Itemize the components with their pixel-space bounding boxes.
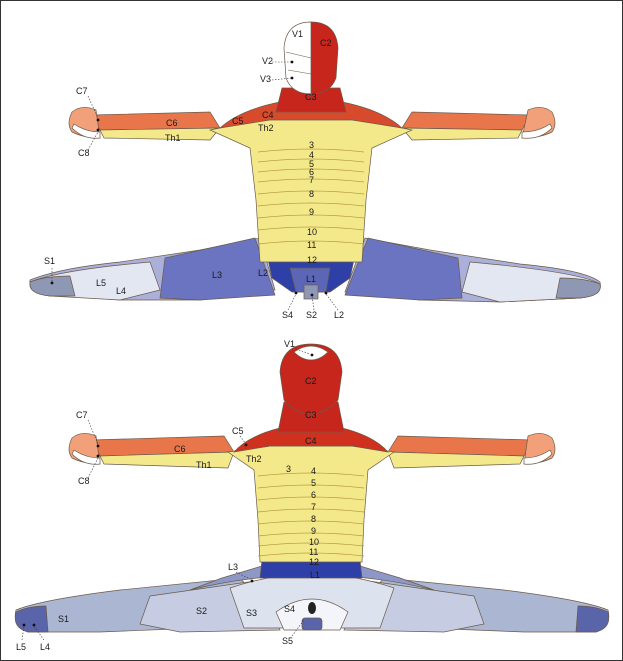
front-label-th1: Th1	[165, 133, 181, 143]
back-view	[15, 344, 609, 632]
front-trunk-3: 3	[309, 140, 314, 150]
back-label-th1: Th1	[196, 460, 212, 470]
front-trunk-12: 12	[307, 255, 317, 265]
back-label-l1: L1	[310, 570, 320, 580]
back-label-c2: C2	[305, 376, 317, 386]
front-label-s4: S4	[282, 310, 293, 320]
front-trunk-8: 8	[309, 189, 314, 199]
back-trunk-8: 8	[311, 514, 316, 524]
back-anal-s5	[308, 602, 316, 614]
front-label-l5: L5	[96, 278, 106, 288]
back-label-c3: C3	[305, 410, 317, 420]
front-trunk-7: 7	[309, 175, 314, 185]
back-trunk-5: 5	[311, 478, 316, 488]
back-label-c5: C5	[232, 426, 244, 436]
front-label-v3: V3	[260, 74, 271, 84]
front-label-l2-bottom: L2	[334, 310, 344, 320]
back-label-c8: C8	[78, 476, 90, 486]
front-label-s1: S1	[44, 256, 55, 266]
front-label-c6: C6	[166, 118, 178, 128]
back-label-s5: S5	[282, 636, 293, 646]
front-head-c2	[311, 22, 338, 94]
front-arm-right-th1	[402, 128, 522, 140]
back-label-th2: Th2	[246, 454, 262, 464]
back-foot-left	[15, 606, 48, 632]
front-label-c7: C7	[76, 86, 88, 96]
back-label-s2: S2	[196, 606, 207, 616]
back-label-c4: C4	[305, 436, 317, 446]
front-trunk-10: 10	[307, 227, 317, 237]
back-label-c6: C6	[174, 444, 186, 454]
front-label-l2: L2	[258, 268, 268, 278]
back-trunk-6: 6	[311, 490, 316, 500]
back-label-l5: L5	[16, 642, 26, 652]
front-label-s2: S2	[306, 310, 317, 320]
back-trunk-7: 7	[311, 502, 316, 512]
front-label-c8: C8	[78, 148, 90, 158]
front-label-c4: C4	[262, 110, 274, 120]
back-foot-right	[576, 606, 609, 632]
front-label-th2: Th2	[258, 123, 274, 133]
front-arm-left-th1	[100, 128, 220, 140]
front-label-v2: V2	[262, 56, 273, 66]
front-trunk-9: 9	[309, 207, 314, 217]
back-label-s3: S3	[246, 608, 257, 618]
front-genital-s2	[304, 285, 318, 299]
front-label-l3: L3	[212, 270, 222, 280]
back-trunk-3: 3	[286, 464, 291, 474]
back-trunk-10: 10	[309, 537, 319, 547]
back-trunk-12: 12	[309, 557, 319, 567]
back-label-l3: L3	[228, 562, 238, 572]
back-label-l4: L4	[40, 642, 50, 652]
front-label-c5: C5	[232, 116, 244, 126]
back-trunk-9: 9	[311, 526, 316, 536]
front-label-c2: C2	[320, 38, 332, 48]
back-trunk-4: 4	[311, 466, 316, 476]
back-genital-s5	[302, 618, 322, 630]
front-label-l1: L1	[306, 274, 316, 284]
front-arm-left-c6	[92, 112, 220, 130]
front-label-c3: C3	[305, 92, 317, 102]
front-trunk-11: 11	[307, 240, 316, 250]
back-label-v1: V1	[284, 339, 295, 349]
back-label-s4: S4	[284, 604, 295, 614]
front-label-l4: L4	[116, 286, 126, 296]
front-label-v1: V1	[292, 29, 303, 39]
back-trunk-11: 11	[309, 547, 318, 557]
front-arm-right-c6	[402, 112, 530, 130]
back-label-c7: C7	[76, 410, 88, 420]
back-label-s1: S1	[58, 614, 69, 624]
